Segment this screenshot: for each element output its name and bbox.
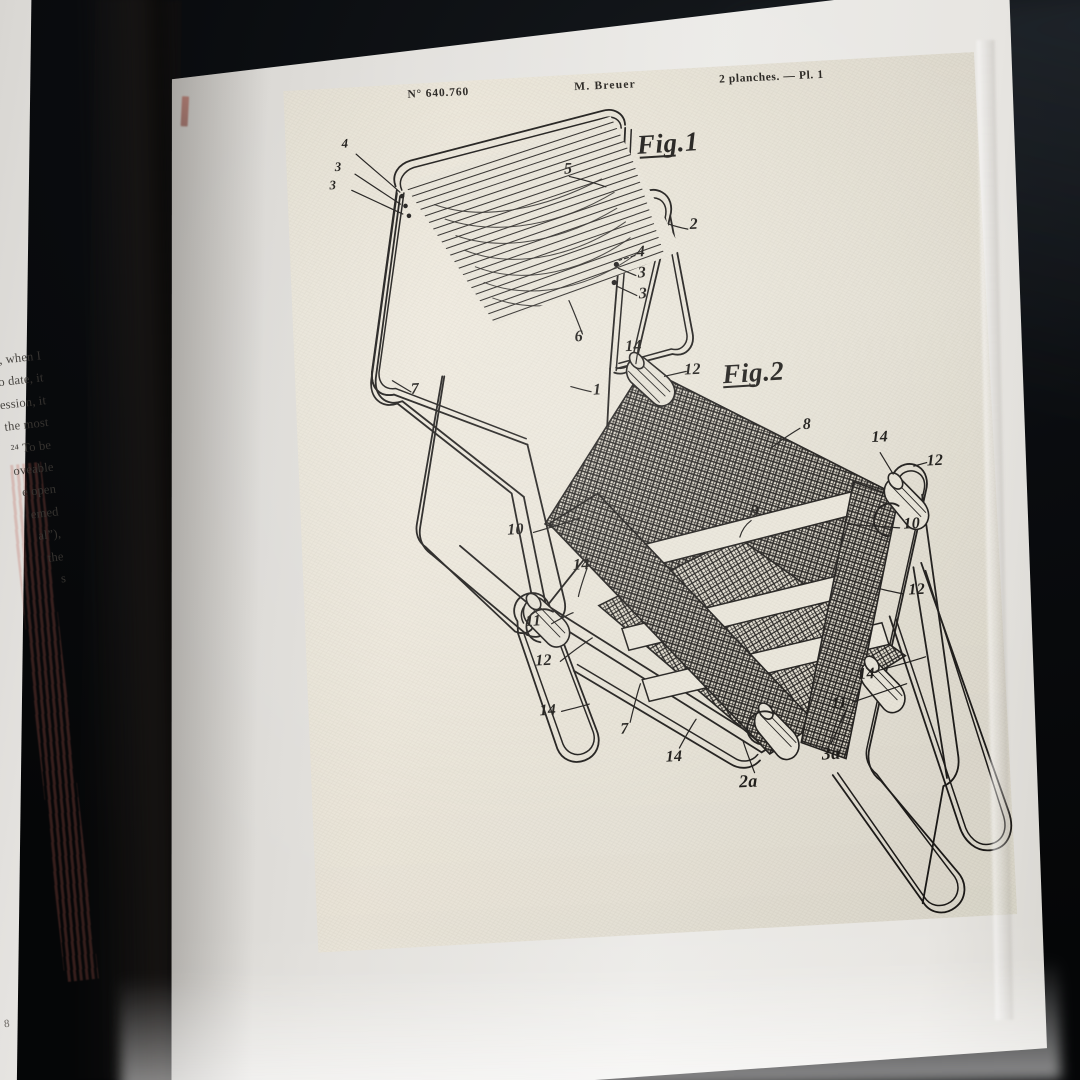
fabric-straps: [548, 480, 910, 772]
patent-plate: N° 640.760 M. Breuer 2 planches. — Pl. 1: [279, 52, 1018, 953]
clamp-fitting: [400, 194, 405, 199]
clamp-fitting: [611, 280, 616, 285]
hinge-knuckles: [522, 503, 910, 755]
right-page: N° 640.760 M. Breuer 2 planches. — Pl. 1: [150, 0, 1051, 1080]
end-ferrules: [512, 338, 916, 733]
red-margin-mark: [181, 96, 190, 126]
clamp-fitting: [407, 213, 412, 218]
patent-drawing: [279, 52, 1018, 953]
figure-2-artwork: [503, 333, 1015, 932]
figure-1-leader-lines: [350, 139, 695, 402]
clamp-fitting: [614, 262, 619, 267]
left-page-folio: 8: [3, 1017, 11, 1031]
figure-2-leader-lines: [525, 336, 940, 783]
clamp-fitting: [403, 204, 408, 209]
plate-paper-grain: [279, 52, 1018, 953]
page-bottom-highlight: [118, 958, 1062, 1080]
